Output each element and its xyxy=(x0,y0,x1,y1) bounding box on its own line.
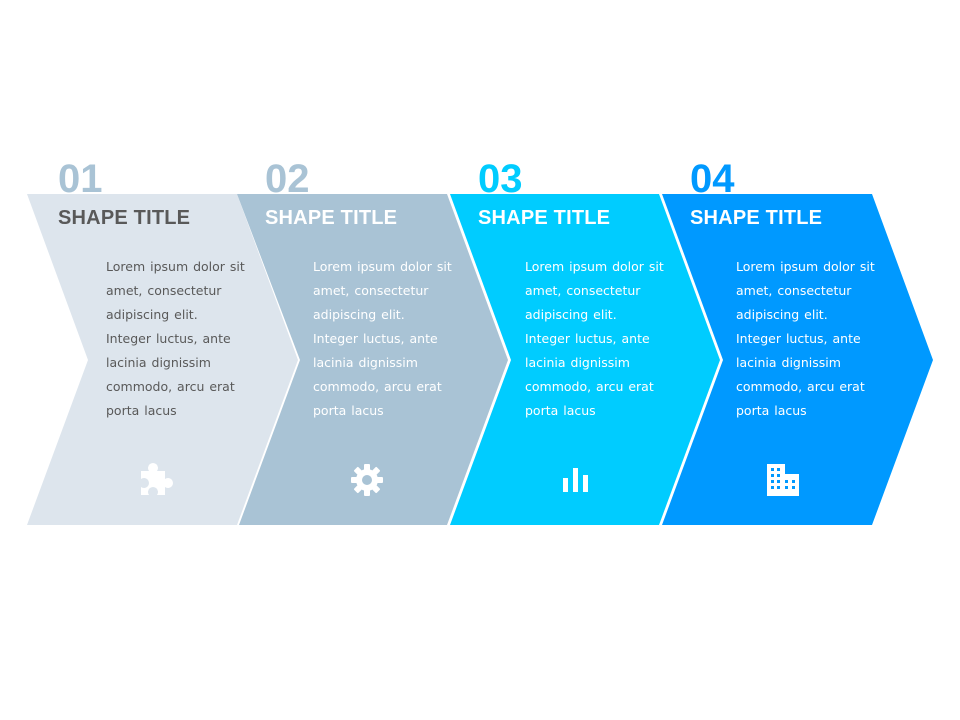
chevron-shape-3 xyxy=(450,194,720,525)
step-title: SHAPE TITLE xyxy=(58,207,191,229)
step-number: 03 xyxy=(478,157,523,201)
step-title: SHAPE TITLE xyxy=(478,207,611,229)
step-number: 04 xyxy=(690,157,735,201)
bar-chart-icon xyxy=(558,462,594,498)
step-title: SHAPE TITLE xyxy=(690,207,823,229)
step-2: 02 SHAPE TITLE Lorem ipsum dolor sit ame… xyxy=(0,0,452,720)
puzzle-icon xyxy=(138,462,174,498)
step-4: 04 SHAPE TITLE Lorem ipsum dolor sit ame… xyxy=(0,0,875,720)
step-description: Lorem ipsum dolor sit amet, consectetur … xyxy=(736,259,875,418)
building-icon xyxy=(765,462,801,498)
step-title: SHAPE TITLE xyxy=(265,207,398,229)
step-description: Lorem ipsum dolor sit amet, consectetur … xyxy=(313,259,452,418)
chevron-shape-2 xyxy=(237,194,508,525)
gear-icon xyxy=(349,462,385,498)
step-description: Lorem ipsum dolor sit amet, consectetur … xyxy=(525,259,664,418)
step-number: 01 xyxy=(58,157,103,201)
chevron-shape-4 xyxy=(662,194,933,525)
step-description: Lorem ipsum dolor sit amet, consectetur … xyxy=(106,259,245,418)
step-3: 03 SHAPE TITLE Lorem ipsum dolor sit ame… xyxy=(0,0,664,720)
chevron-shape-1 xyxy=(27,194,298,525)
step-number: 02 xyxy=(265,157,310,201)
step-1: 01 SHAPE TITLE Lorem ipsum dolor sit ame… xyxy=(0,0,245,720)
